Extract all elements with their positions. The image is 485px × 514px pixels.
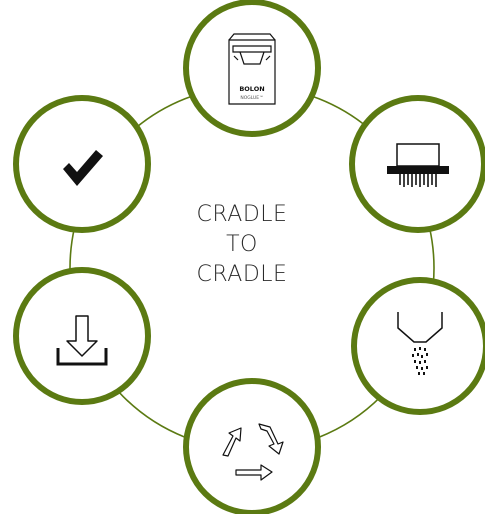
- center-line-1: CRADLE: [196, 202, 288, 227]
- recycle-node: [183, 378, 321, 514]
- center-line-3: CRADLE: [196, 262, 288, 287]
- granulate-node: [351, 277, 485, 415]
- product-bag-icon: [228, 33, 276, 105]
- download-node: [13, 267, 151, 405]
- shredder-icon: [387, 143, 449, 187]
- checkmark-icon: [63, 150, 103, 186]
- product-bag-node: BOLON NOGLUE™: [183, 0, 321, 137]
- check-node: [13, 95, 151, 233]
- recycle-arrows-icon: [222, 423, 284, 481]
- center-title: CRADLE TO CRADLE: [162, 200, 322, 290]
- product-bag-brand: BOLON: [239, 85, 264, 93]
- product-bag-subtitle: NOGLUE™: [240, 95, 263, 101]
- download-tray-icon: [56, 315, 108, 366]
- shredder-node: [349, 95, 485, 233]
- granulate-funnel-icon: [397, 312, 443, 375]
- center-line-2: TO: [226, 232, 258, 257]
